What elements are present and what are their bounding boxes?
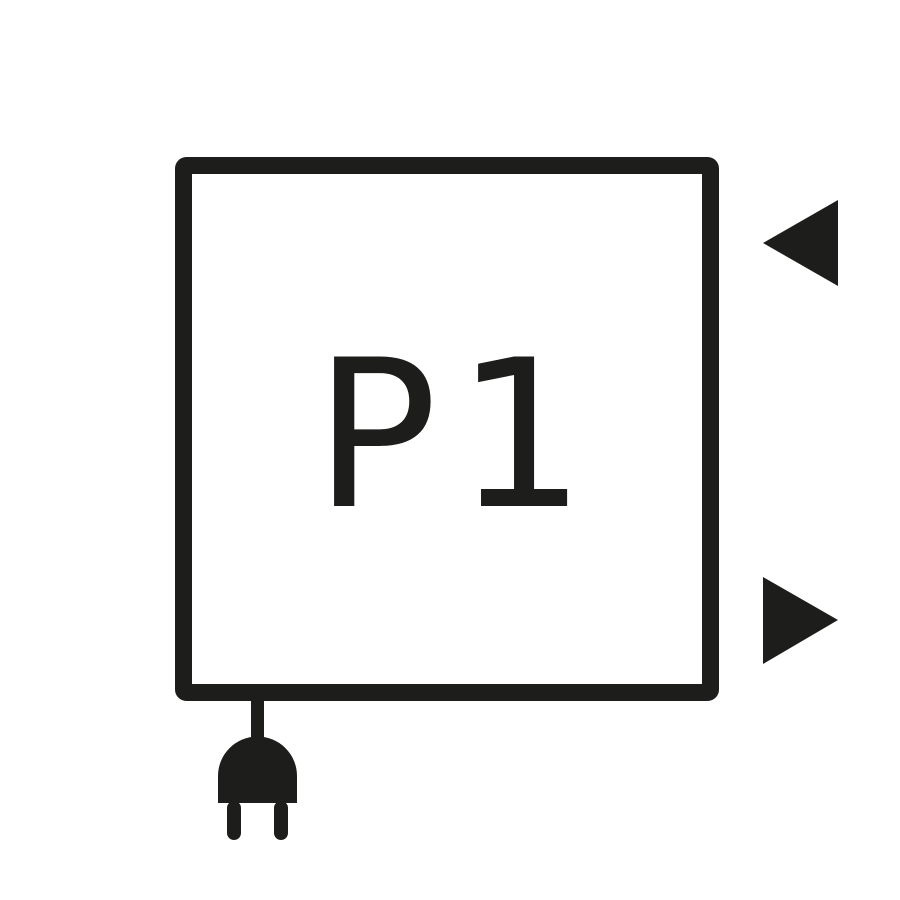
arrow-left-icon	[763, 200, 838, 286]
radiator-panel-outline	[175, 157, 719, 701]
plug-cable	[251, 698, 264, 740]
plug-pin-left	[227, 801, 241, 840]
plug-pin-right	[274, 801, 288, 840]
arrow-right-icon	[763, 577, 838, 664]
plug-head	[218, 736, 297, 803]
power-plug-icon	[218, 698, 297, 840]
panel-label: P1	[314, 317, 604, 555]
